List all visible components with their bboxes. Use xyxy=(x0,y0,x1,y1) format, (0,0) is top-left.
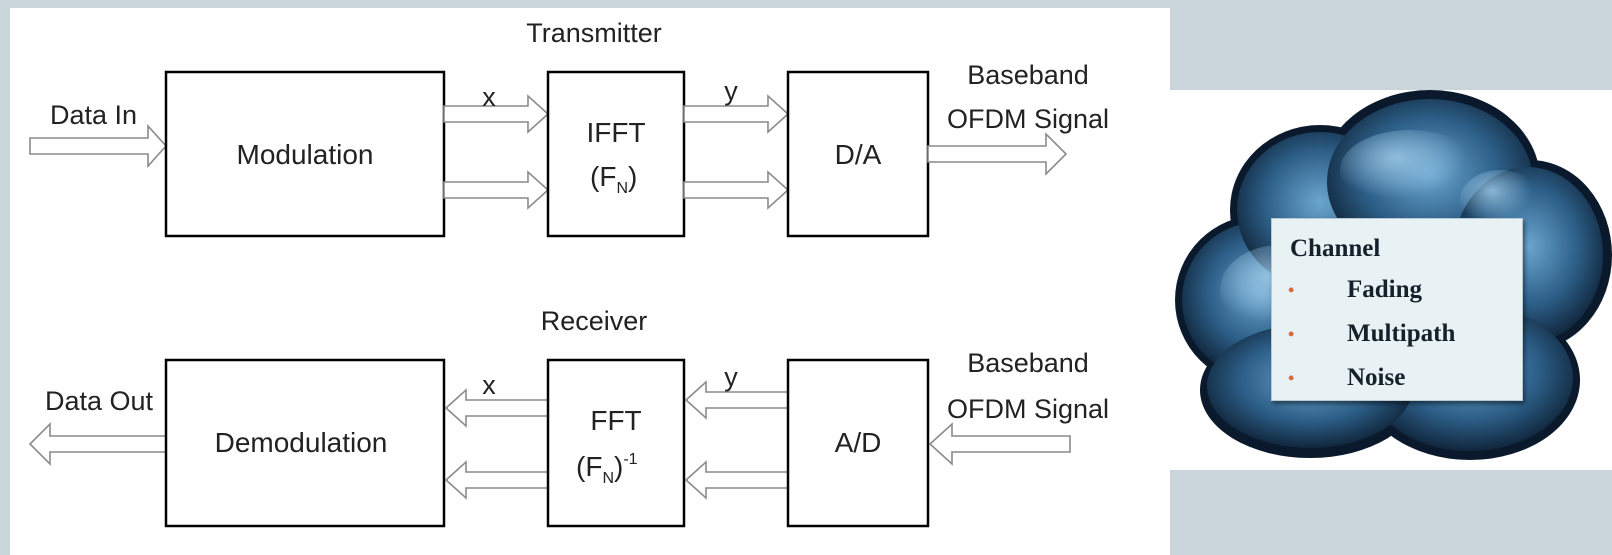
data-out-label: Data Out xyxy=(45,386,154,416)
da-block xyxy=(786,70,930,238)
transmitter-section-label: Transmitter xyxy=(526,18,662,48)
channel-title: Channel xyxy=(1290,235,1381,262)
channel-info-box: Channel • Fading • Multipath • Noise xyxy=(1271,218,1523,401)
modulation-block xyxy=(164,70,446,238)
fft-block xyxy=(546,358,686,528)
fft-formula-open: (F xyxy=(576,451,602,482)
ifft-formula-open: (F xyxy=(590,161,616,192)
rx-input-label-line1: Baseband xyxy=(967,348,1089,378)
channel-item-fading: Fading xyxy=(1347,276,1423,303)
fft-formula-sup: -1 xyxy=(623,451,637,468)
y-arrow-bottom xyxy=(683,170,790,210)
tx-y-label: y xyxy=(724,76,738,106)
rx-x-arrow-bottom xyxy=(444,460,549,500)
fft-formula-close: ) xyxy=(614,451,623,482)
x-arrow-bottom xyxy=(443,170,550,210)
da-label: D/A xyxy=(835,139,882,170)
ifft-block xyxy=(546,70,686,238)
x-arrow-top xyxy=(443,94,550,134)
fft-label: FFT xyxy=(590,405,641,436)
demodulation-label: Demodulation xyxy=(215,427,388,458)
channel-cloud: Channel • Fading • Multipath • Noise xyxy=(1170,90,1612,470)
ifft-formula-close: ) xyxy=(628,161,637,192)
bullet-icon: • xyxy=(1288,280,1295,300)
fft-formula: (FN)-1 xyxy=(576,451,638,487)
tx-output-label-line1: Baseband xyxy=(967,60,1089,90)
bullet-icon: • xyxy=(1288,368,1295,388)
fft-formula-sub: N xyxy=(602,470,614,487)
rx-x-label: x xyxy=(482,370,496,400)
baseband-out-arrow xyxy=(927,132,1068,176)
y-arrow-top xyxy=(683,94,790,134)
data-out-arrow xyxy=(28,422,167,466)
modulation-label: Modulation xyxy=(237,139,374,170)
ifft-formula-sub: N xyxy=(616,180,628,197)
ifft-label: IFFT xyxy=(586,117,645,148)
bullet-icon: • xyxy=(1288,324,1295,344)
rx-y-arrow-top xyxy=(684,380,789,420)
ofdm-block-diagram: Transmitter Receiver Data In Modulation … xyxy=(10,8,1170,555)
rx-y-label: y xyxy=(724,362,738,392)
tx-x-label: x xyxy=(482,82,496,112)
diagram-canvas: Transmitter Receiver Data In Modulation … xyxy=(28,18,1109,528)
baseband-in-arrow xyxy=(928,422,1071,466)
receiver-section-label: Receiver xyxy=(541,306,648,336)
tx-output-label-line2: OFDM Signal xyxy=(947,104,1109,134)
rx-x-arrow-top xyxy=(444,388,549,428)
rx-y-arrow-bottom xyxy=(684,460,789,500)
ifft-formula: (FN) xyxy=(590,161,637,197)
ad-block xyxy=(786,358,930,528)
channel-item-noise: Noise xyxy=(1347,364,1406,391)
demodulation-block xyxy=(164,358,446,528)
channel-item-multipath: Multipath xyxy=(1347,320,1456,347)
rx-input-label-line2: OFDM Signal xyxy=(947,394,1109,424)
ad-label: A/D xyxy=(835,427,882,458)
data-in-arrow xyxy=(29,123,168,169)
data-in-label: Data In xyxy=(50,100,137,130)
